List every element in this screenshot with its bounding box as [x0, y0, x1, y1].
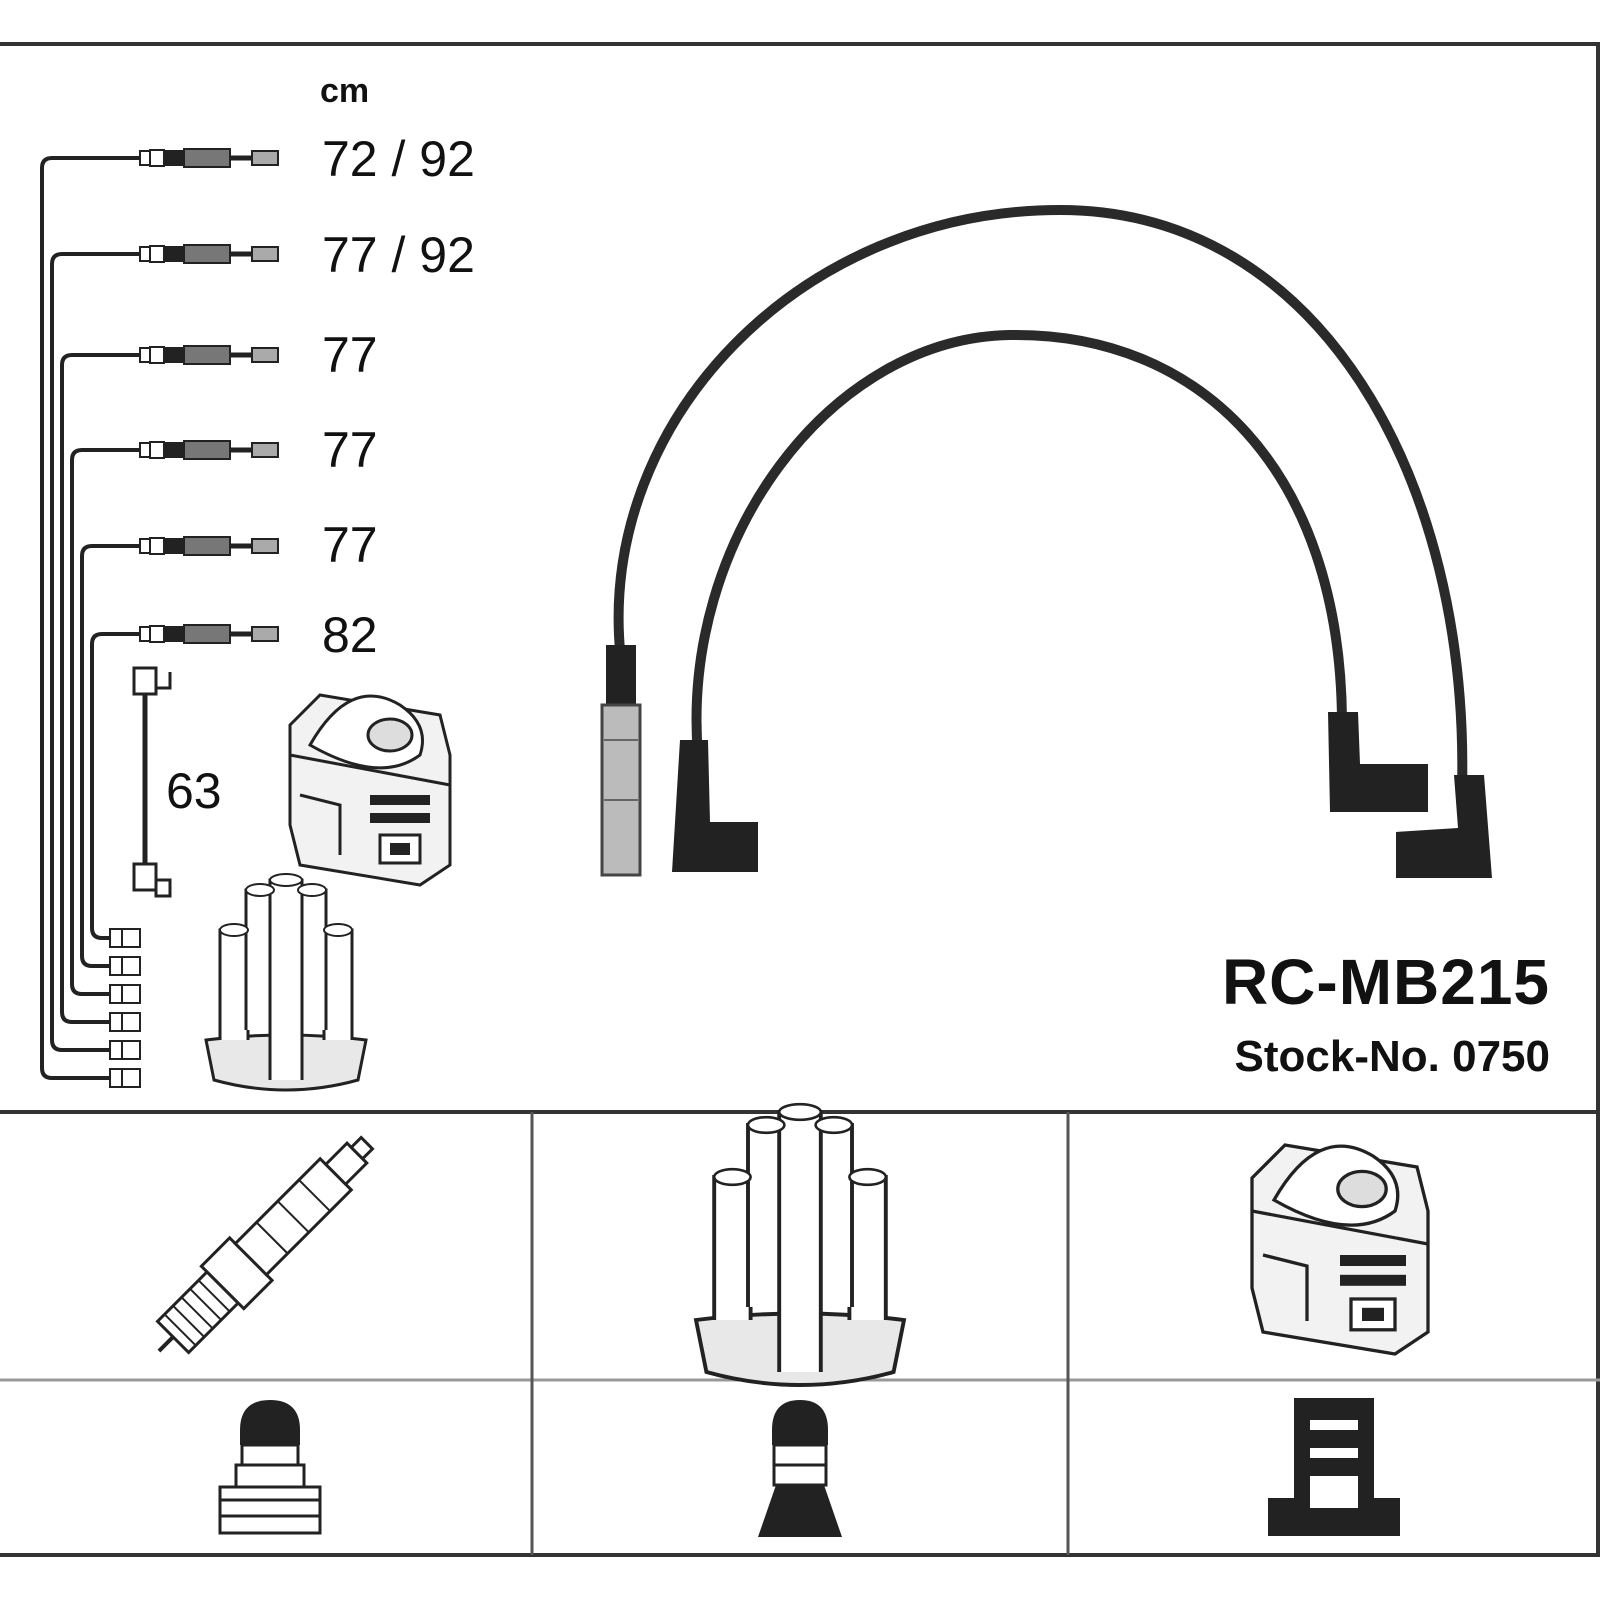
lead-length-1: 72 / 92 [322, 131, 475, 187]
lead-connector-5 [140, 537, 278, 555]
stock-number: Stock-No. 0750 [1234, 1032, 1550, 1081]
ignition-coil-small [288, 693, 452, 887]
lead-length-3: 77 [322, 327, 378, 383]
cable-set [613, 204, 1468, 795]
lead-connector-3 [140, 346, 278, 364]
lead-connector-2 [140, 245, 278, 263]
cap-terminals [109, 928, 141, 1088]
distributor-cap-icon [694, 1102, 906, 1387]
harness-wires [40, 156, 140, 1080]
lead-length-6: 82 [322, 607, 378, 663]
ignition-coil-icon [1250, 1143, 1430, 1356]
cable-set-ends [600, 645, 1492, 878]
lead-length-4: 77 [322, 422, 378, 478]
coil-lead-length: 63 [166, 763, 222, 819]
unit-label: cm [320, 72, 370, 110]
plug-connector-icon [218, 1400, 322, 1535]
distributor-connector-icon [758, 1400, 842, 1537]
lead-length-2: 77 / 92 [322, 227, 475, 283]
coil-lead [132, 666, 172, 898]
lead-length-5: 77 [322, 517, 378, 573]
distributor-cap-small [204, 872, 368, 1092]
spark-plug-icon [155, 1135, 375, 1355]
lead-connector-4 [140, 441, 278, 459]
lead-connector-1 [140, 149, 278, 167]
part-number: RC-MB215 [1221, 946, 1550, 1018]
lead-connector-6 [140, 625, 278, 643]
coil-connector-icon [1268, 1398, 1400, 1536]
